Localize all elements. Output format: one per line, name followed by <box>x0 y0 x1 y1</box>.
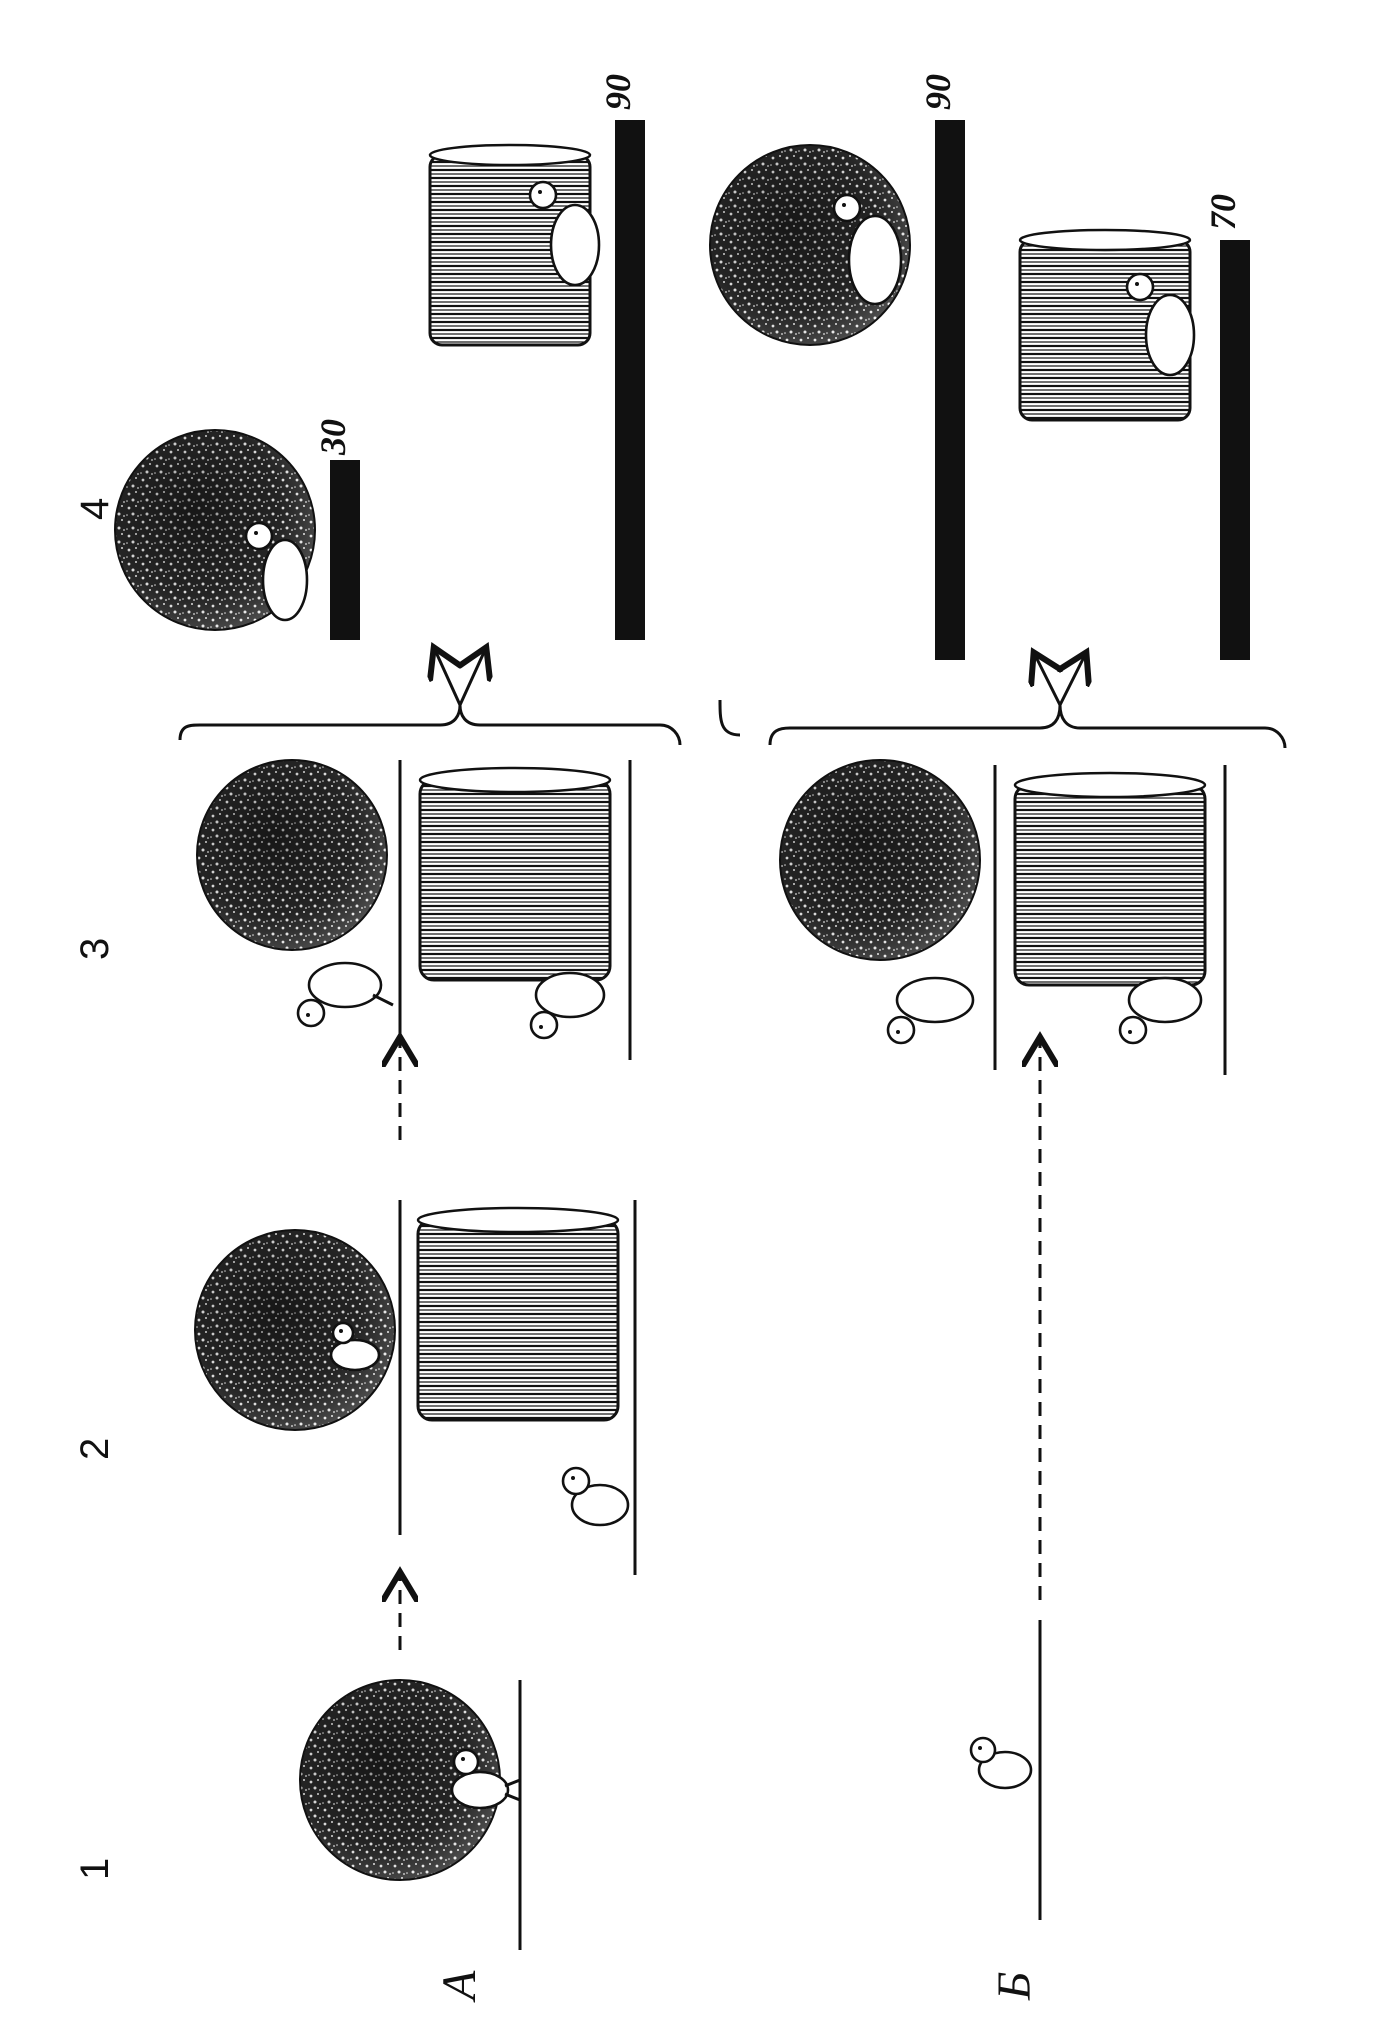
result-value-drum: 70 <box>1203 194 1243 230</box>
result-bar-ball <box>330 460 360 640</box>
result-bar-drum <box>615 120 645 640</box>
arrow-icon <box>435 650 460 706</box>
cylinder-object <box>418 766 612 982</box>
chick-icon <box>329 1321 381 1372</box>
chick-icon <box>1125 272 1196 377</box>
result-value-ball: 30 <box>313 419 353 456</box>
stage-labels: 1 2 3 4 <box>73 498 117 1880</box>
chick-icon <box>886 976 975 1045</box>
chick-icon <box>1118 976 1203 1045</box>
brace <box>768 704 1287 749</box>
row-b: 90 70 <box>709 74 1287 1920</box>
chick-icon <box>244 521 309 622</box>
chick-icon <box>296 961 394 1028</box>
cylinder-object <box>1013 771 1207 987</box>
stage-label-4: 4 <box>73 498 117 520</box>
result-bar-ball <box>935 120 965 660</box>
result-value-drum: 90 <box>598 74 638 110</box>
arrow-icon <box>1060 655 1085 706</box>
row-label-b: Б <box>988 1972 1041 2001</box>
result-bar-drum <box>1220 240 1250 660</box>
result-value-ball: 90 <box>918 74 958 110</box>
chick-icon <box>969 1736 1033 1790</box>
cylinder-object <box>416 1206 620 1422</box>
row-a: 30 90 <box>114 74 741 1950</box>
stage-label-2: 2 <box>73 1438 117 1460</box>
arrow-icon <box>1035 655 1060 706</box>
stage-label-1: 1 <box>73 1858 117 1880</box>
stage-label-3: 3 <box>73 938 117 960</box>
row-label-a: А <box>433 1970 486 2003</box>
chick-icon <box>832 193 903 306</box>
chick-icon <box>561 1466 630 1527</box>
chick-icon <box>450 1748 521 1810</box>
chick-icon <box>529 971 606 1040</box>
brace <box>178 704 682 746</box>
arrow-icon <box>460 650 485 706</box>
chick-icon <box>528 180 601 287</box>
